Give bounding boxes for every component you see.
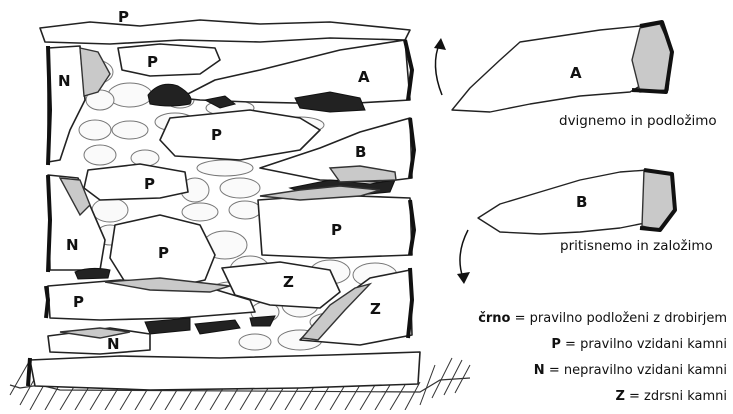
legend-key-z: Z (615, 389, 624, 404)
legend-key-black: črno (478, 311, 510, 326)
stone-p-center-large (160, 110, 320, 160)
stone-p-top-left (118, 44, 220, 76)
legend-text-n: = nepravilno vzidani kamni (545, 363, 727, 378)
label-p-bottom: P (73, 293, 84, 311)
label-z-center: Z (283, 273, 294, 291)
label-b-wall: B (355, 143, 366, 161)
shim-black-p-bottom (75, 268, 110, 279)
label-z-right: Z (370, 300, 381, 318)
stone-p-middle-left (84, 164, 188, 200)
label-p-upper: P (147, 53, 158, 71)
legend-row-z: Z = zdrsni kamni (615, 389, 727, 404)
stone-n-top-edge (48, 46, 50, 165)
top-stone-row (40, 20, 410, 44)
stone-n-top (48, 46, 85, 162)
stone-n-top-grey (80, 48, 110, 96)
legend-text-black: = pravilno podloženi z drobirjem (511, 311, 728, 326)
label-a-detached: A (570, 64, 582, 82)
shim-black-bottom3 (250, 316, 275, 326)
label-n-bottom: N (107, 335, 120, 353)
shim-black-bottom2 (195, 320, 240, 334)
base-stone-edge (28, 358, 30, 386)
legend-key-n: N (534, 363, 545, 378)
stone-b-detached (478, 170, 650, 234)
legend-key-p: P (551, 337, 561, 352)
lift-arrow-curve (435, 42, 442, 95)
caption-press: pritisnemo in založimo (560, 238, 713, 254)
base-stone-row (30, 352, 420, 390)
stone-p-bottom-edge (46, 286, 48, 318)
shim-black-a1 (148, 84, 191, 106)
label-a-wall: A (358, 68, 370, 86)
label-p-top: P (118, 8, 129, 26)
press-arrow-curve (460, 230, 468, 278)
legend-text-z: = zdrsni kamni (625, 389, 727, 404)
stone-a-detached (452, 26, 652, 112)
stone-b-detached-grey (642, 170, 675, 230)
lift-arrow-head (434, 38, 446, 50)
label-p-center: P (211, 126, 222, 144)
stone-n-middle-edge (48, 175, 50, 272)
label-p-right: P (331, 221, 342, 239)
press-arrow-head (457, 272, 470, 284)
legend-row-n: N = nepravilno vzidani kamni (534, 363, 727, 378)
label-n-middle: N (66, 236, 79, 254)
label-p-lower: P (158, 244, 169, 262)
shim-black-bottom1 (145, 318, 190, 334)
label-b-detached: B (576, 193, 587, 211)
label-n-top: N (58, 72, 71, 90)
legend-row-black: črno = pravilno podloženi z drobirjem (478, 311, 727, 326)
caption-lift: dvignemo in podložimo (559, 113, 717, 129)
label-p-middle: P (144, 175, 155, 193)
legend: črno = pravilno podloženi z drobirjem P … (478, 311, 727, 404)
legend-row-p: P = pravilno vzidani kamni (551, 337, 727, 352)
legend-text-p: = pravilno vzidani kamni (561, 337, 727, 352)
